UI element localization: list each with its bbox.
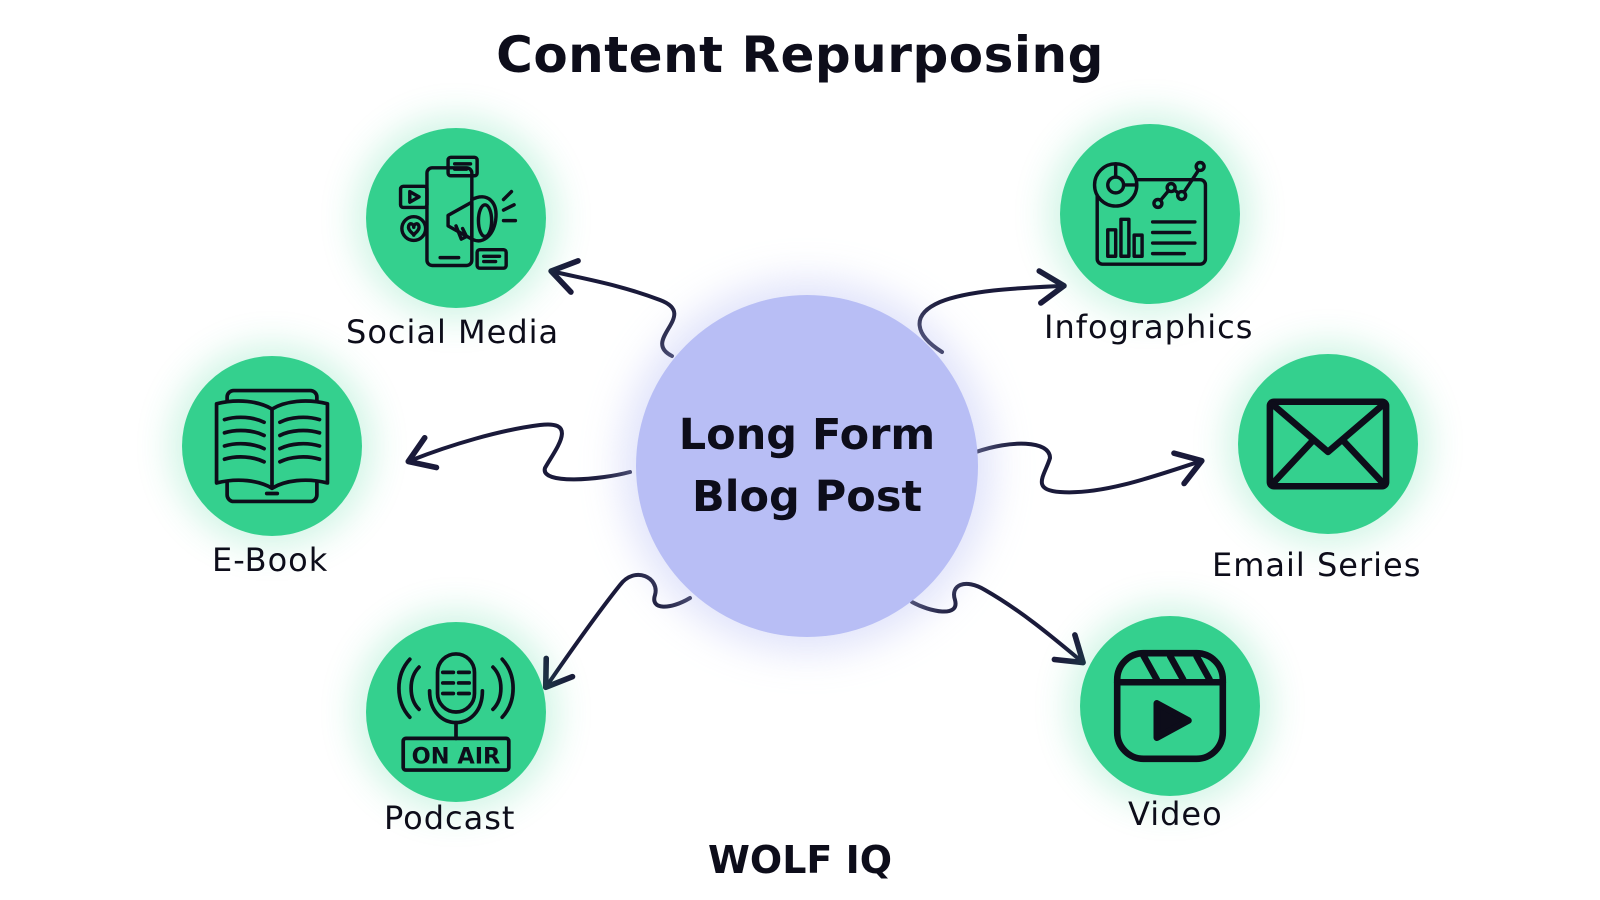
video-play-icon: [1113, 649, 1227, 763]
arrow-podcast: [542, 572, 692, 691]
label-e-book: E-Book: [212, 541, 329, 579]
envelope-icon: [1266, 398, 1390, 490]
brand-logo-text: WOLF IQ: [707, 838, 893, 882]
node-e-book: [182, 356, 362, 536]
megaphone-social-icon: [398, 155, 518, 270]
node-infographics: [1060, 124, 1240, 304]
hub-line-1: Long Form: [678, 410, 936, 460]
arrow-video: [910, 581, 1086, 666]
node-email-series: [1238, 354, 1418, 534]
on-air-text: ON AIR: [412, 743, 501, 769]
node-video: [1080, 616, 1260, 796]
page-title: Content Repurposing: [496, 26, 1104, 84]
label-video: Video: [1128, 795, 1223, 833]
node-podcast: ON AIR: [366, 622, 546, 802]
label-social-media: Social Media: [346, 313, 560, 351]
hub-line-2: Blog Post: [691, 472, 922, 522]
arrow-email-series: [974, 441, 1205, 495]
chart-dashboard-icon: [1092, 160, 1208, 266]
microphone-on-air-icon: ON AIR: [397, 652, 515, 772]
label-infographics: Infographics: [1044, 308, 1254, 346]
node-social-media: [366, 128, 546, 308]
arrow-e-book: [405, 422, 632, 482]
label-podcast: Podcast: [384, 799, 516, 837]
arrow-social-media: [548, 258, 677, 358]
arrow-infographics: [917, 268, 1067, 354]
center-hub: Long Form Blog Post: [636, 295, 978, 637]
label-email-series: Email Series: [1212, 546, 1422, 584]
tablet-book-icon: [214, 388, 330, 504]
